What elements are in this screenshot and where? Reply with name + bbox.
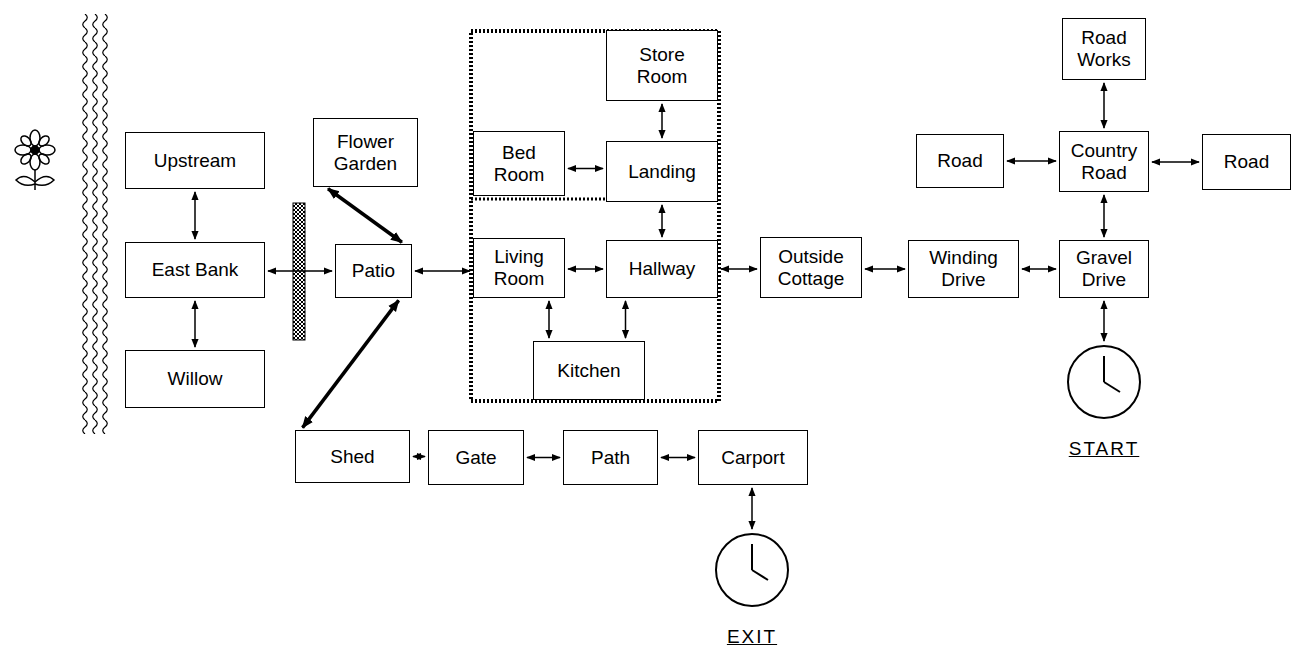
- clock-label: START: [1069, 438, 1140, 460]
- location-name: Store Room: [627, 44, 697, 88]
- clock-node: EXIT: [707, 532, 797, 648]
- location-box: Road Works: [1062, 18, 1146, 80]
- location-box: Outside Cottage: [760, 237, 862, 298]
- connector: [661, 457, 695, 459]
- connector: [328, 189, 402, 242]
- cottage-outline: [471, 31, 719, 401]
- connector: [1152, 161, 1199, 163]
- location-name: Winding Drive: [924, 247, 1004, 291]
- location-box: Winding Drive: [908, 240, 1019, 298]
- flower-symbol: [15, 130, 55, 190]
- connector: [415, 270, 470, 272]
- connector: [1103, 195, 1105, 237]
- connector: [568, 268, 603, 270]
- location-box: Road: [1202, 134, 1291, 190]
- connector: [527, 457, 560, 459]
- connector: [865, 268, 905, 270]
- clock-symbol: [714, 532, 790, 608]
- connector: [413, 456, 425, 458]
- location-box: Shed: [295, 430, 410, 483]
- location-name: Gate: [455, 447, 496, 469]
- river-waves: [80, 14, 110, 434]
- location-box: Hallway: [606, 240, 718, 298]
- connector: [1103, 83, 1105, 128]
- location-box: Store Room: [606, 30, 718, 101]
- location-name: Bed Room: [484, 142, 554, 186]
- connector: [1103, 301, 1105, 341]
- connector: [751, 488, 753, 529]
- location-box: Kitchen: [533, 341, 645, 400]
- location-name: Hallway: [629, 258, 696, 280]
- location-box: Patio: [335, 244, 412, 298]
- location-box: Landing: [606, 141, 718, 202]
- location-box: Country Road: [1059, 131, 1149, 192]
- location-name: Road Works: [1069, 27, 1139, 71]
- connector: [568, 168, 603, 170]
- connector: [721, 268, 757, 270]
- connector: [548, 301, 550, 338]
- location-box: Flower Garden: [313, 118, 418, 187]
- location-name: Kitchen: [557, 360, 620, 382]
- location-box: Living Room: [473, 238, 565, 298]
- location-box: Gate: [428, 430, 524, 485]
- clock-label: EXIT: [727, 626, 777, 648]
- location-name: Gravel Drive: [1066, 247, 1142, 291]
- location-name: Shed: [330, 446, 374, 468]
- clock-symbol: [1066, 344, 1142, 420]
- location-name: Carport: [721, 447, 784, 469]
- connector: [661, 104, 663, 138]
- clock-node: START: [1059, 344, 1149, 460]
- location-box: Carport: [698, 430, 808, 485]
- connector: [625, 301, 627, 338]
- location-box: Gravel Drive: [1059, 240, 1149, 298]
- location-name: Road: [1224, 151, 1269, 173]
- location-name: Willow: [168, 368, 223, 390]
- location-box: Road: [916, 134, 1004, 188]
- location-name: Path: [591, 447, 630, 469]
- location-box: Bed Room: [473, 131, 565, 196]
- connector: [194, 192, 196, 239]
- location-name: Outside Cottage: [771, 246, 851, 290]
- location-name: East Bank: [152, 259, 239, 281]
- location-name: Patio: [352, 260, 395, 282]
- location-box: East Bank: [125, 242, 265, 298]
- location-name: Country Road: [1066, 140, 1142, 184]
- connector: [1022, 268, 1056, 270]
- connector: [1007, 160, 1056, 162]
- location-box: Willow: [125, 350, 265, 408]
- connector: [268, 270, 332, 272]
- connector: [661, 205, 663, 237]
- location-name: Living Room: [484, 246, 554, 290]
- location-name: Upstream: [154, 150, 236, 172]
- connector: [303, 300, 399, 427]
- location-name: Flower Garden: [326, 131, 406, 175]
- location-name: Landing: [628, 161, 696, 183]
- location-box: Upstream: [125, 132, 265, 189]
- connector: [194, 301, 196, 347]
- location-box: Path: [563, 430, 658, 485]
- location-name: Road: [937, 150, 982, 172]
